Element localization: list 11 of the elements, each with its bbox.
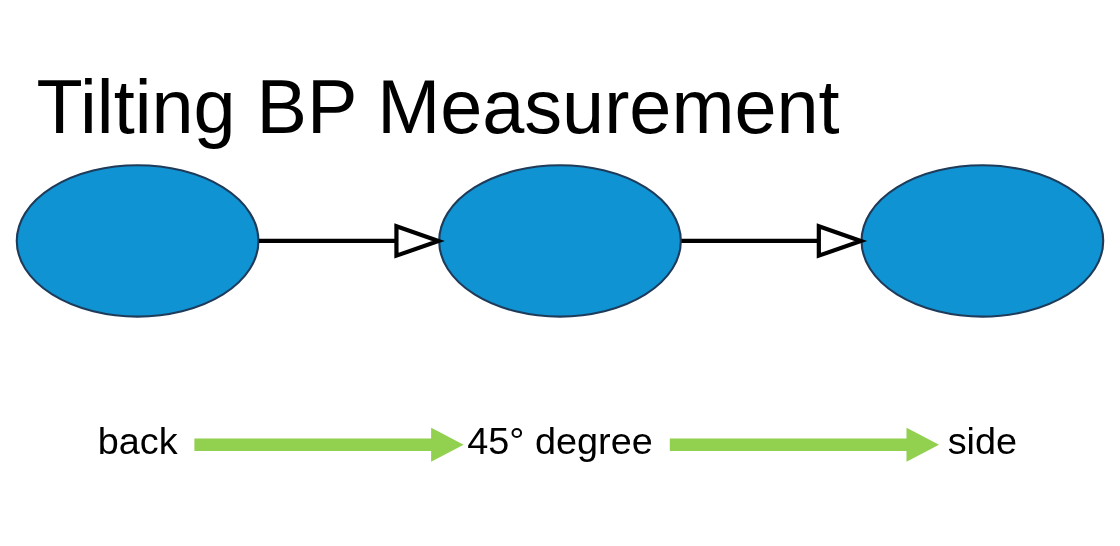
arrow — [194, 427, 464, 462]
node-text: back — [97, 419, 178, 462]
arrow — [259, 222, 445, 259]
arrow — [681, 222, 868, 259]
arrow — [669, 427, 939, 462]
diagram-title: Tilting BP Measurement — [36, 64, 840, 149]
node-ellipse — [15, 163, 260, 318]
node-text: side — [947, 419, 1018, 462]
node-ellipse — [860, 163, 1105, 318]
node-text: 45° degree — [467, 419, 653, 462]
node-ellipse — [438, 163, 682, 318]
